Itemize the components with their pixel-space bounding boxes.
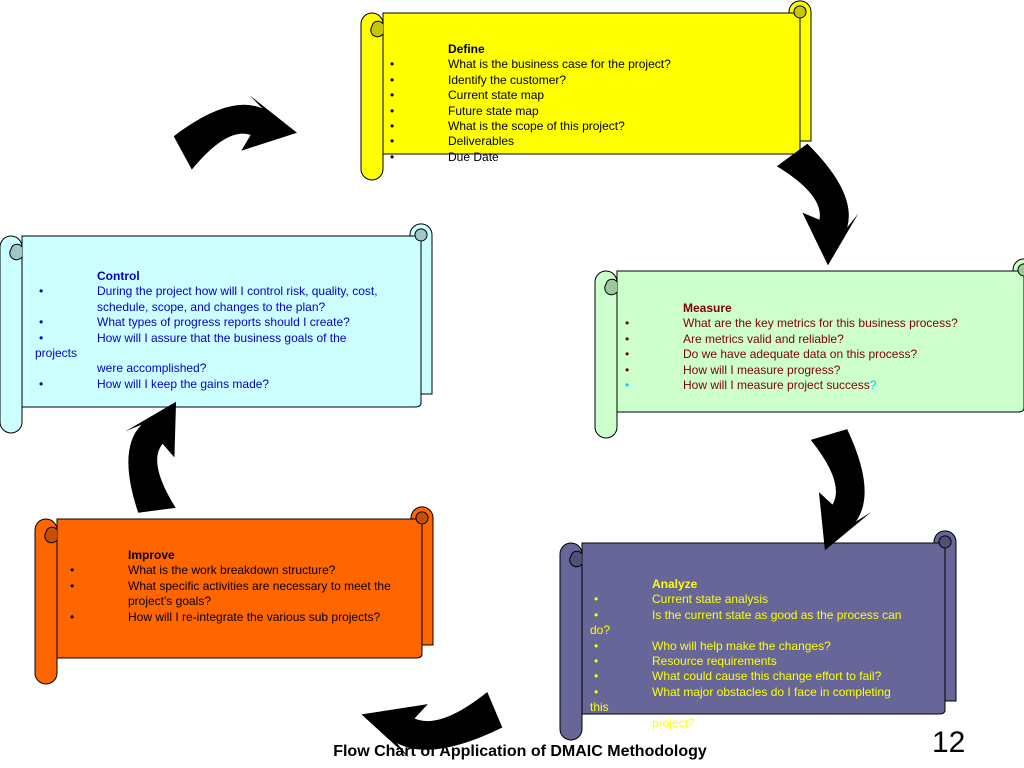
define-item-4: •Future state map xyxy=(390,103,539,118)
define-item-2: •Identify the customer? xyxy=(390,72,567,87)
scroll-left-spine xyxy=(0,235,23,434)
control-item-4: •How will I keep the gains made? xyxy=(39,376,270,391)
bullet-icon: • xyxy=(625,331,630,346)
improve-title: Improve xyxy=(128,548,175,562)
control-item-2: •What types of progress reports should I… xyxy=(39,315,350,330)
scroll-left-roll xyxy=(569,550,583,568)
measure-title: Measure xyxy=(683,301,732,315)
bullet-icon: • xyxy=(594,607,599,622)
measure-item-2: •Are metrics valid and reliable? xyxy=(625,331,844,346)
analyze-item-1: •Current state analysis xyxy=(594,592,769,607)
page-number: 12 xyxy=(932,726,966,759)
scroll-right-curl xyxy=(409,223,433,395)
analyze-item-4: •Resource requirements xyxy=(594,654,777,669)
scroll-body xyxy=(21,235,422,408)
diagram-caption: Flow Chart of Application of DMAIC Metho… xyxy=(333,743,707,760)
bullet-icon: • xyxy=(70,578,75,593)
improve-item-2: •What specific activities are necessary … xyxy=(70,578,391,609)
bullet-icon: • xyxy=(625,347,630,362)
measure-item-5: •How will I measure project success? xyxy=(625,378,877,393)
bullet-icon: • xyxy=(594,638,599,653)
analyze-item-2: •Is the current state as good as the pro… xyxy=(590,607,902,638)
bullet-icon: • xyxy=(625,362,630,377)
control-title: Control xyxy=(97,269,140,283)
improve-scroll xyxy=(34,506,434,685)
bullet-icon: • xyxy=(390,103,395,118)
scroll-left-roll xyxy=(370,20,384,38)
define-item-3: •Current state map xyxy=(390,88,545,103)
bullet-icon: • xyxy=(594,654,599,669)
control-card: Control •During the project how will I c… xyxy=(35,269,413,392)
scroll-right-roll xyxy=(793,5,807,19)
scroll-left-roll xyxy=(604,278,618,296)
scroll-right-curl xyxy=(410,506,434,646)
arrow-improve-to-control xyxy=(111,393,194,520)
bullet-icon: • xyxy=(70,609,75,624)
improve-item-3: •How will I re-integrate the various sub… xyxy=(70,609,381,624)
scroll-body xyxy=(581,542,946,715)
measure-item-3: •Do we have adequate data on this proces… xyxy=(625,347,918,362)
bullet-icon: • xyxy=(39,376,44,391)
define-item-1: •What is the business case for the proje… xyxy=(390,57,671,72)
arrow-control-to-define xyxy=(169,88,301,172)
scroll-body xyxy=(56,518,423,659)
scroll-left-roll xyxy=(44,526,58,544)
scroll-right-curl xyxy=(788,0,812,142)
control-item-1: •During the project how will I control r… xyxy=(39,284,378,314)
scroll-right-roll xyxy=(1017,263,1024,277)
define-item-6: •Deliverables xyxy=(390,134,515,149)
bullet-icon: • xyxy=(390,134,395,149)
scroll-left-spine xyxy=(559,542,583,741)
define-scroll xyxy=(360,0,812,181)
scroll-right-roll xyxy=(415,511,429,525)
define-title: Define xyxy=(448,42,485,56)
bullet-icon: • xyxy=(594,669,599,684)
control-item-3: •How will I assure that the business goa… xyxy=(35,330,347,376)
improve-card: Improve •What is the work breakdown stru… xyxy=(66,548,426,625)
analyze-scroll xyxy=(559,530,957,741)
bullet-icon: • xyxy=(390,57,395,72)
analyze-item-6: •What major obstacles do I face in compl… xyxy=(590,684,891,730)
scroll-left-spine xyxy=(594,270,618,439)
arrow-measure-to-analyze xyxy=(806,427,875,552)
analyze-item-5: •What could cause this change effort to … xyxy=(594,669,882,684)
analyze-card: Analyze •Current state analysis •Is the … xyxy=(590,577,930,731)
measure-card: Measure •What are the key metrics for th… xyxy=(621,301,1016,393)
bullet-icon: • xyxy=(39,284,44,299)
bullet-icon: • xyxy=(390,149,395,164)
measure-item-1: •What are the key metrics for this busin… xyxy=(625,316,958,331)
scroll-right-roll xyxy=(414,228,428,242)
analyze-title: Analyze xyxy=(652,577,698,591)
analyze-item-3: •Who will help make the changes? xyxy=(594,638,831,653)
bullet-icon: • xyxy=(39,315,44,330)
define-card: Define •What is the business case for th… xyxy=(386,42,806,165)
scroll-left-spine xyxy=(360,12,384,181)
scroll-right-curl xyxy=(1012,258,1024,400)
bullet-icon: • xyxy=(70,563,75,578)
define-item-7: •Due Date xyxy=(390,149,499,164)
bullet-icon: • xyxy=(625,316,630,331)
measure-item-4: •How will I measure progress? xyxy=(625,362,841,377)
bullet-icon: • xyxy=(594,684,599,699)
improve-item-1: •What is the work breakdown structure? xyxy=(70,563,336,578)
bullet-icon: • xyxy=(625,378,630,393)
bullet-icon: • xyxy=(390,72,395,87)
scroll-right-roll xyxy=(938,535,952,549)
bullet-icon: • xyxy=(39,330,44,345)
scroll-right-curl xyxy=(933,530,957,702)
define-item-5: •What is the scope of this project? xyxy=(390,119,625,134)
bullet-icon: • xyxy=(390,88,395,103)
measure-scroll xyxy=(594,258,1024,439)
control-scroll xyxy=(0,223,433,434)
scroll-left-roll xyxy=(9,243,23,261)
scroll-left-spine xyxy=(34,518,58,685)
bullet-icon: • xyxy=(594,592,599,607)
bullet-icon: • xyxy=(390,119,395,134)
measure-last-suffix: ? xyxy=(869,378,877,393)
